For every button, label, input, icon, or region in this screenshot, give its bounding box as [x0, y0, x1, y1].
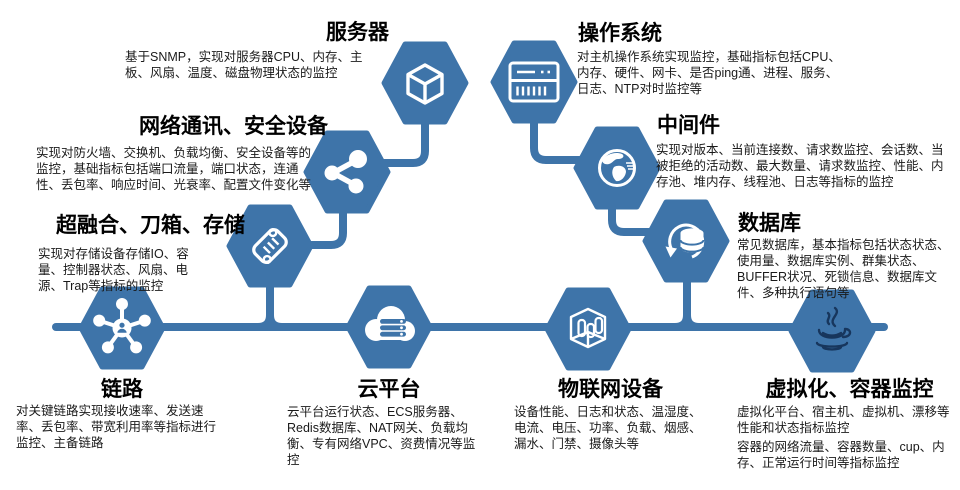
junction-hci-main-right — [266, 272, 298, 331]
elbow-middleware-db — [608, 194, 655, 236]
node-title-database: 数据库 — [738, 212, 801, 235]
scroll-document-icon — [252, 227, 288, 265]
hub-network-icon — [93, 298, 151, 354]
node-desc-virtualization-2: 容器的网络流量、容器数量、cup、内存、正常运行时间等指标监控 — [737, 440, 945, 470]
share-nodes-icon — [324, 150, 367, 194]
node-desc-iot: 设备性能、日志和状态、温湿度、电流、电压、功率、负载、烟感、漏水、门禁、摄像头等 — [514, 405, 702, 451]
node-desc-network: 实现对防火墙、交换机、负载均衡、安全设备等的监控，基础指标包括端口流量，端口状态… — [36, 146, 312, 192]
node-desc-cloud: 云平台运行状态、ECS服务器、Redis数据库、NAT网关、负载均衡、专有网络V… — [287, 405, 476, 467]
node-desc-server: 基于SNMP，实现对服务器CPU、内存、主板、风扇、温度、磁盘物理状态的监控 — [125, 50, 363, 80]
cloud-server-icon — [365, 306, 415, 341]
node-title-iot: 物联网设备 — [558, 378, 663, 401]
cube-3d-icon — [406, 63, 444, 105]
node-title-server: 服务器 — [326, 21, 389, 44]
icon-layer — [93, 61, 852, 354]
junction-db-main-right — [683, 270, 715, 331]
node-desc-os: 对主机操作系统实现监控，基础指标包括CPU、内存、硬件、网卡、是否ping通、进… — [577, 50, 841, 96]
node-title-os: 操作系统 — [578, 22, 662, 45]
iot-box-chart-icon — [569, 307, 607, 349]
connector-lines — [52, 108, 888, 331]
node-title-hci: 超融合、刀箱、存储 — [56, 214, 245, 237]
server-rack-icon — [508, 61, 560, 103]
node-title-virtualization: 虚拟化、容器监控 — [765, 378, 934, 401]
node-desc-middleware: 实现对版本、当前连接数、请求数监控、会话数、当被拒绝的活动数、最大数量、请求数监… — [656, 143, 944, 189]
hexagon-java — [788, 289, 876, 373]
node-desc-database: 常见数据库，基本指标包括状态状态、使用量、数据库实例、群集状态、BUFFER状况… — [737, 238, 950, 300]
database-refresh-icon — [665, 223, 705, 259]
node-title-middleware: 中间件 — [657, 114, 720, 137]
node-title-network: 网络通讯、安全设备 — [139, 115, 328, 138]
node-desc-link: 对关键链路实现接收速率、发送速率、丢包率、带宽利用率等指标进行监控、主备链路 — [16, 404, 217, 450]
node-title-link: 链路 — [101, 378, 143, 401]
node-title-cloud: 云平台 — [357, 378, 421, 401]
node-desc-hci: 实现对存储设备存储IO、容量、控制器状态、风扇、电源、Trap等指标的监控 — [38, 247, 189, 293]
elbow-server-network — [379, 108, 429, 167]
elbow-os-middleware — [530, 108, 584, 164]
hexagon-network — [303, 130, 391, 214]
java-cup-icon — [815, 306, 852, 351]
elbow-network-hci — [301, 194, 347, 249]
node-desc-virtualization-1: 虚拟化平台、宿主机、虚拟机、漂移等性能和状态指标监控 — [737, 405, 950, 435]
globe-icon — [598, 149, 636, 187]
